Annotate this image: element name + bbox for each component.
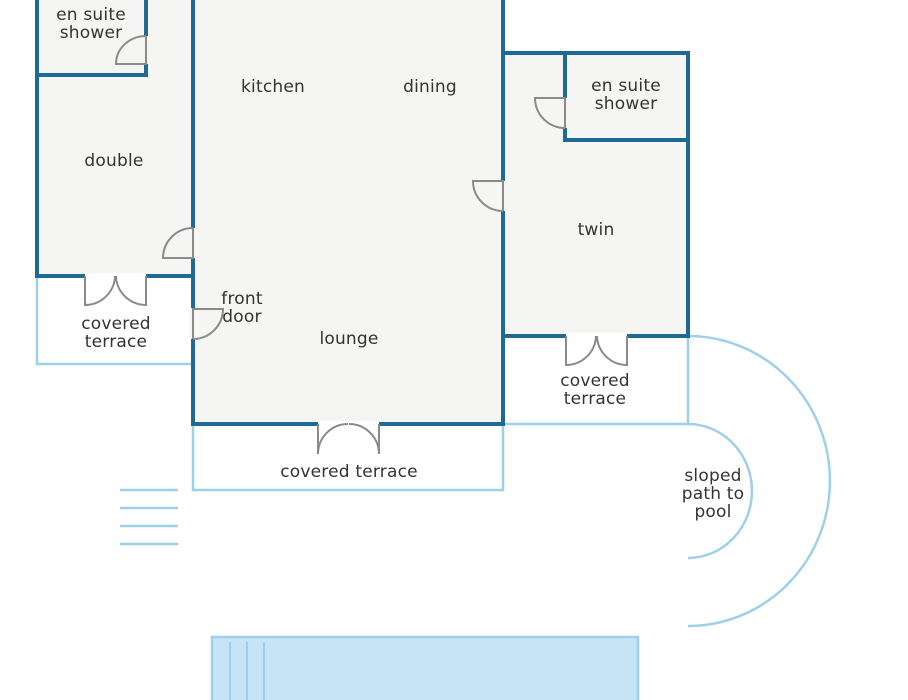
terrace-label-right: covered terrace [560,371,630,409]
room-label-kitchen: kitchen [241,77,305,97]
room-label-ensuite-right: en suite shower [591,76,661,114]
terrace-label-bottom: covered terrace [280,462,418,482]
terrace-label-left: covered terrace [81,314,151,352]
bottom-terrace-door-a [317,423,349,455]
twin-bedroom-door [471,180,504,212]
room-label-double: double [84,151,144,171]
left-terrace-outline [35,276,193,366]
bottom-terrace-outline [191,424,505,492]
room-label-ensuite-left: en suite shower [56,5,126,43]
right-terrace-door-b [596,335,628,367]
double-bedroom-door [161,227,194,259]
ensuite-right-door [533,97,566,129]
floors [37,0,688,424]
sloped-path-outer-arc [687,334,832,628]
sloped-path-label: sloped path to pool [681,466,745,522]
right-terrace-door-a [565,335,597,367]
french-door-gaps [85,273,627,427]
doors [84,35,628,455]
bottom-terrace-door-b [348,423,380,455]
room-label-twin: twin [577,220,615,240]
outdoor-outlines [35,276,832,628]
left-terrace-door-b [115,275,147,307]
steps [120,488,178,546]
ensuite-left-door [114,35,147,65]
left-terrace-door-a [84,275,116,307]
pool [210,635,640,700]
room-label-dining: dining [403,77,457,97]
front-door [192,308,225,340]
front-door-label: front door [221,289,263,327]
sloped-path-inner-arc [687,422,754,560]
room-label-lounge: lounge [319,329,379,349]
